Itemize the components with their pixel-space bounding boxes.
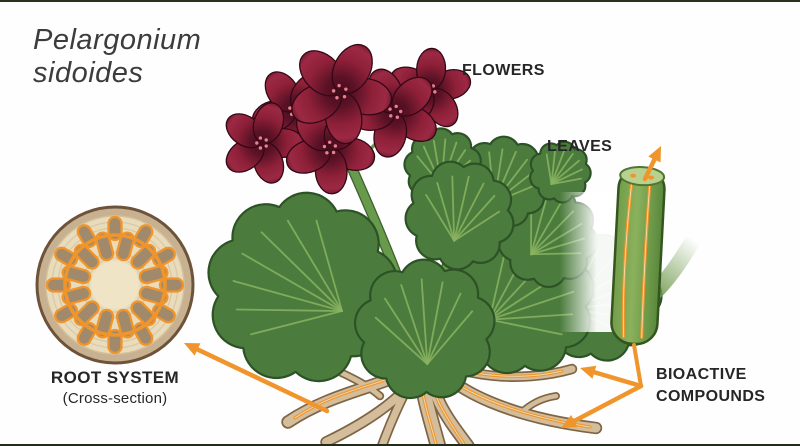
annotation-arrows bbox=[184, 146, 661, 428]
label-flowers: FLOWERS bbox=[462, 62, 545, 79]
fade-overlay bbox=[556, 192, 618, 332]
title-line1: Pelargonium bbox=[33, 24, 202, 56]
label-root-system-main: ROOT SYSTEM bbox=[50, 368, 180, 387]
page-title: Pelargonium sidoides bbox=[33, 24, 201, 90]
label-root-system: ROOT SYSTEM (Cross-section) bbox=[15, 368, 215, 407]
root-cross-section-illustration bbox=[35, 205, 195, 365]
bottom-edge-bar bbox=[0, 444, 800, 446]
label-bioactive-line2: COMPOUNDS bbox=[656, 388, 766, 405]
label-root-system-sub: (Cross-section) bbox=[62, 390, 168, 407]
label-bioactive-compounds: BIOACTIVE COMPOUNDS bbox=[656, 364, 765, 408]
stem-segment-illustration bbox=[610, 166, 700, 346]
label-leaves: LEAVES bbox=[547, 138, 613, 155]
title-line2: sidoides bbox=[33, 57, 144, 89]
label-bioactive-line1: BIOACTIVE bbox=[656, 366, 747, 383]
flowers-illustration bbox=[225, 43, 472, 195]
top-edge-bar bbox=[0, 0, 800, 2]
